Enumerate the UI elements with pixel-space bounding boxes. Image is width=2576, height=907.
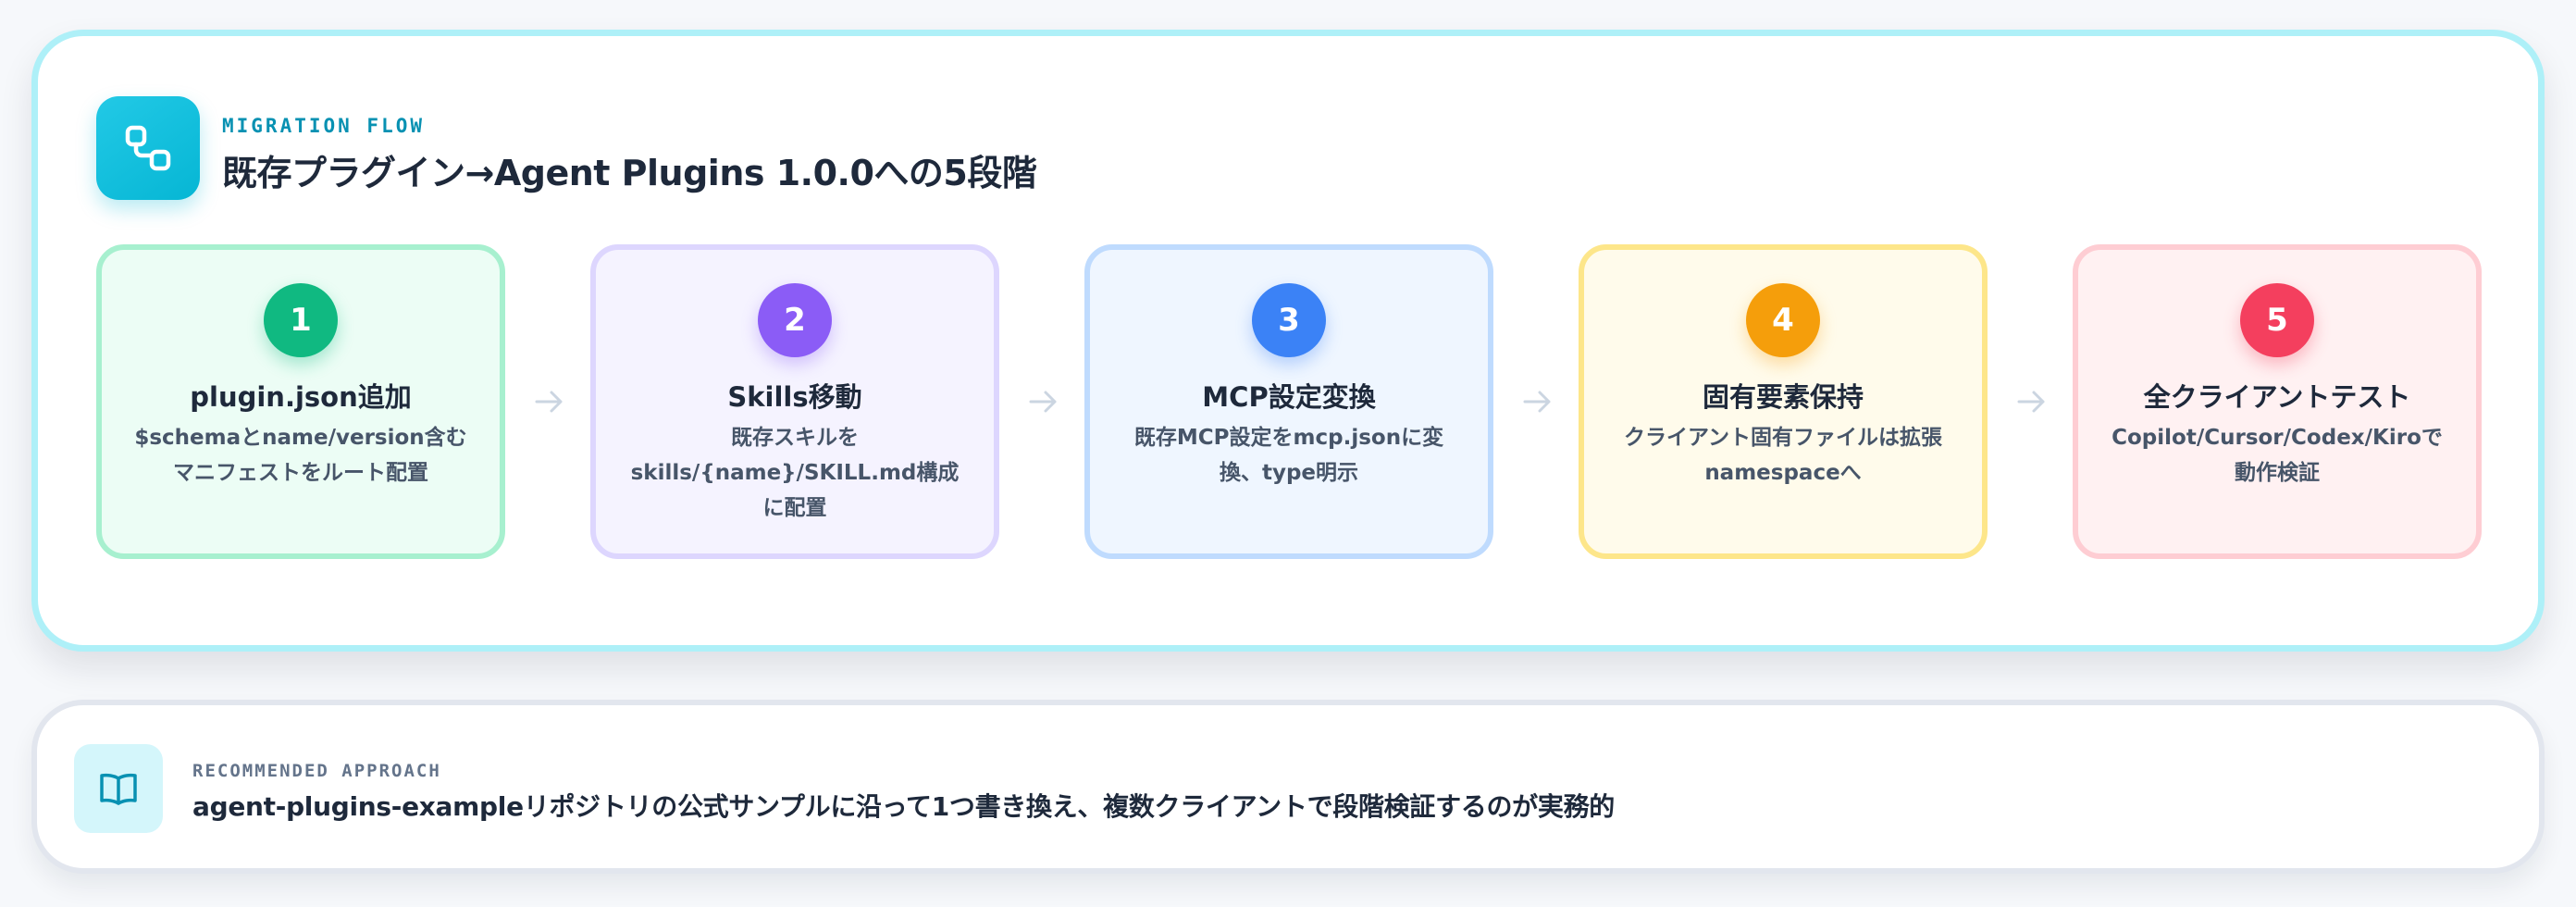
arrow-right-icon [2017, 391, 2045, 413]
step-description: クライアント固有ファイルは拡張namespaceへ [1623, 426, 1943, 485]
step-description: Copilot/Cursor/Codex/Kiroで動作検証 [2112, 426, 2443, 485]
step-title: MCP設定変換 [1202, 381, 1376, 413]
page-title: 既存プラグイン→Agent Plugins 1.0.0への5段階 [222, 153, 1037, 193]
step-card-1: 1 plugin.json追加 $schemaとname/version含むマニ… [96, 244, 505, 559]
book-icon [74, 744, 163, 833]
step-card-5: 5 全クライアントテスト Copilot/Cursor/Codex/Kiroで動… [2073, 244, 2482, 559]
step-description: $schemaとname/version含むマニフェストをルート配置 [134, 426, 467, 485]
step-title: 全クライアントテスト [2143, 381, 2411, 413]
step-number-badge: 1 [264, 283, 338, 357]
arrow-right-icon [1523, 391, 1551, 413]
step-card-3: 3 MCP設定変換 既存MCP設定をmcp.jsonに変換、type明示 [1084, 244, 1493, 559]
step-description: 既存スキルをskills/{name}/SKILL.md構成に配置 [630, 426, 960, 520]
recommended-approach-card [31, 700, 2545, 874]
step-title: Skills移動 [727, 381, 862, 413]
recommendation-text: agent-plugins-exampleリポジトリの公式サンプルに沿って1つ書… [192, 791, 1615, 822]
step-title: plugin.json追加 [190, 381, 412, 413]
step-title: 固有要素保持 [1702, 381, 1864, 413]
step-card-4: 4 固有要素保持 クライアント固有ファイルは拡張namespaceへ [1579, 244, 1988, 559]
arrow-right-icon [535, 391, 563, 413]
flow-icon [96, 96, 200, 200]
section-eyebrow: MIGRATION FLOW [222, 115, 426, 137]
recommendation-eyebrow: RECOMMENDED APPROACH [192, 761, 441, 781]
step-number-badge: 2 [758, 283, 832, 357]
step-number-badge: 5 [2240, 283, 2314, 357]
step-number-badge: 4 [1746, 283, 1820, 357]
step-card-2: 2 Skills移動 既存スキルをskills/{name}/SKILL.md構… [590, 244, 999, 559]
arrow-right-icon [1029, 391, 1057, 413]
step-number-badge: 3 [1252, 283, 1326, 357]
step-description: 既存MCP設定をmcp.jsonに変換、type明示 [1133, 426, 1444, 485]
